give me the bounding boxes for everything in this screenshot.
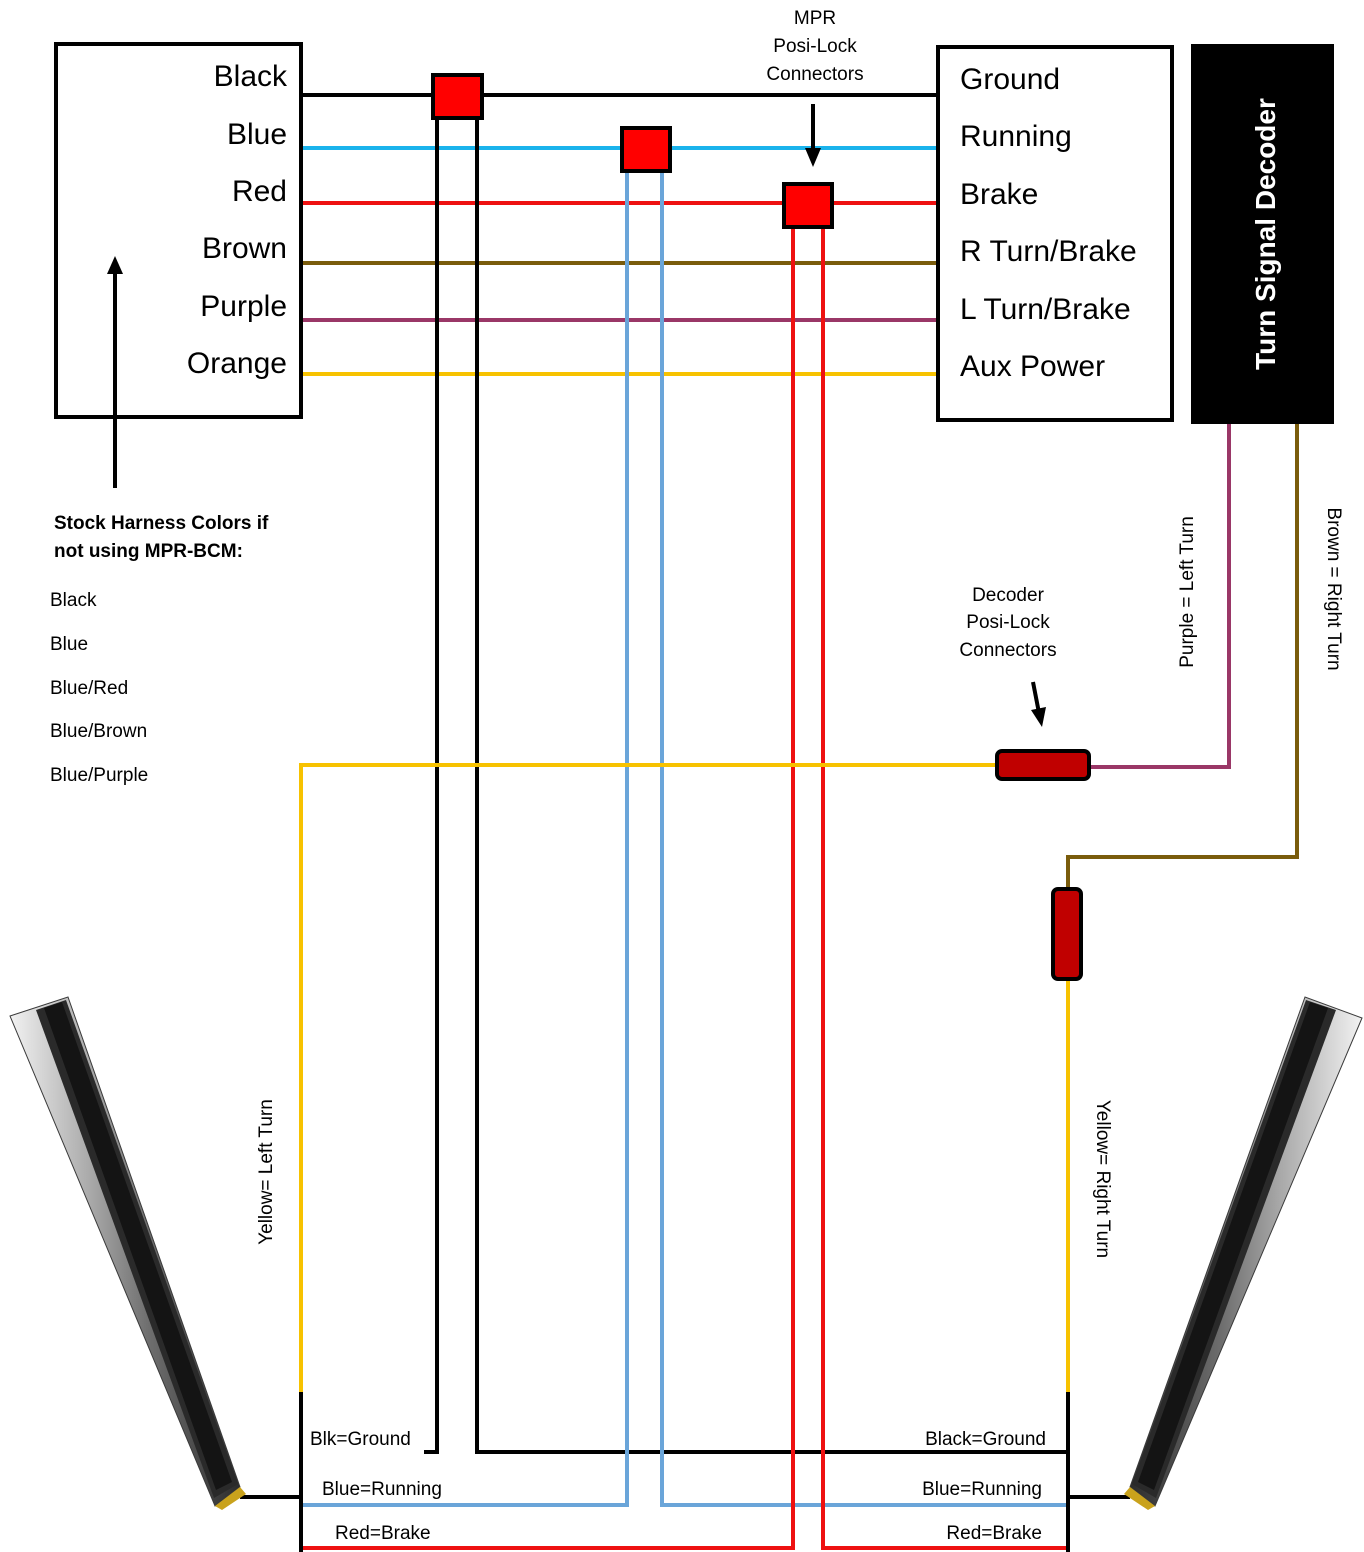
right-label-l-turn: L Turn/Brake <box>960 293 1131 326</box>
right-harness-labels: Ground Running Brake R Turn/Brake L Turn… <box>960 63 1137 383</box>
left-label-red: Red <box>232 175 287 208</box>
right-light-running-label: Blue=Running <box>922 1479 1042 1500</box>
right-label-running: Running <box>960 120 1072 153</box>
mpr-connectors <box>431 73 834 229</box>
right-label-r-turn: R Turn/Brake <box>960 235 1137 268</box>
mpr-connector-running <box>620 126 672 173</box>
decoder-note-line-2: Posi-Lock <box>966 612 1050 633</box>
left-harness-box <box>54 42 303 419</box>
yellow-left-turn-wire <box>299 763 998 1392</box>
right-label-brake: Brake <box>960 178 1038 211</box>
left-harness-labels: Black Blue Red Brown Purple Orange <box>187 60 288 380</box>
mpr-arrow-icon <box>805 104 821 167</box>
ground-wire-left-light <box>424 112 439 1454</box>
stock-harness-arrow-icon <box>107 256 123 488</box>
stock-harness-heading: Stock Harness Colors if not using MPR-BC… <box>54 513 269 562</box>
stock-heading-line-1: Stock Harness Colors if <box>54 513 269 534</box>
left-light-ground-label: Blk=Ground <box>310 1429 411 1450</box>
right-light-ground-label: Black=Ground <box>925 1429 1046 1450</box>
decoder-arrow-icon <box>1031 681 1046 727</box>
stock-color-3: Blue/Red <box>50 678 128 699</box>
running-wire-left-light <box>301 168 629 1507</box>
ground-wires <box>424 112 1068 1454</box>
yellow-right-turn-label: Yellow= Right Turn <box>1092 1100 1113 1258</box>
right-light-brake-label: Red=Brake <box>946 1523 1042 1544</box>
purple-left-turn-label: Purple = Left Turn <box>1177 516 1198 668</box>
stock-harness-colors: Black Blue Blue/Red Blue/Brown Blue/Purp… <box>50 590 148 786</box>
stock-color-4: Blue/Brown <box>50 721 147 742</box>
left-label-black: Black <box>214 60 288 93</box>
left-label-orange: Orange <box>187 347 287 380</box>
decoder-title: Turn Signal Decoder <box>1250 98 1281 370</box>
harness-wires <box>301 93 938 376</box>
mpr-connector-brake <box>782 182 834 229</box>
left-label-blue: Blue <box>227 118 287 151</box>
stock-color-2: Blue <box>50 634 88 655</box>
purple-left-turn-wire <box>1088 422 1231 769</box>
left-label-purple: Purple <box>200 290 287 323</box>
left-light-labels: Blk=Ground Blue=Running Red=Brake <box>310 1429 442 1544</box>
stock-heading-line-2: not using MPR-BCM: <box>54 541 243 562</box>
brake-wires <box>301 222 1068 1550</box>
brake-wire-right-light <box>821 222 1068 1550</box>
yellow-left-turn-label: Yellow= Left Turn <box>256 1099 277 1245</box>
decoder-note-line-1: Decoder <box>972 585 1044 606</box>
brown-right-turn-wire <box>1066 422 1299 890</box>
stock-color-1: Black <box>50 590 97 611</box>
mpr-note: MPR Posi-Lock Connectors <box>766 8 863 85</box>
running-wires <box>301 168 1068 1507</box>
mpr-note-line-1: MPR <box>794 8 836 29</box>
brown-right-turn-label: Brown = Right Turn <box>1323 507 1344 670</box>
brake-wire-left-light <box>301 222 795 1550</box>
left-tail-light-image <box>9 996 246 1510</box>
right-label-aux: Aux Power <box>960 350 1105 383</box>
right-label-ground: Ground <box>960 63 1060 96</box>
light-harness-lines <box>240 1392 1130 1552</box>
left-light-brake-label: Red=Brake <box>335 1523 431 1544</box>
left-label-brown: Brown <box>202 232 287 265</box>
decoder-connector-right <box>1051 887 1083 981</box>
ground-wire-right-light <box>475 112 1068 1454</box>
mpr-note-line-3: Connectors <box>766 64 863 85</box>
right-tail-light-image <box>1124 996 1363 1510</box>
stock-color-5: Blue/Purple <box>50 765 148 786</box>
decoder-connector-left <box>995 749 1091 781</box>
mpr-note-line-2: Posi-Lock <box>773 36 857 57</box>
right-harness-box <box>936 45 1174 422</box>
right-light-labels: Black=Ground Blue=Running Red=Brake <box>922 1429 1046 1544</box>
mpr-connector-ground <box>431 73 484 120</box>
left-light-running-label: Blue=Running <box>322 1479 442 1500</box>
running-wire-right-light <box>660 168 1068 1507</box>
turn-wires <box>299 422 1299 1392</box>
turn-signal-decoder <box>1191 44 1334 424</box>
decoder-note-line-3: Connectors <box>959 640 1056 661</box>
decoder-note: Decoder Posi-Lock Connectors <box>959 585 1056 661</box>
